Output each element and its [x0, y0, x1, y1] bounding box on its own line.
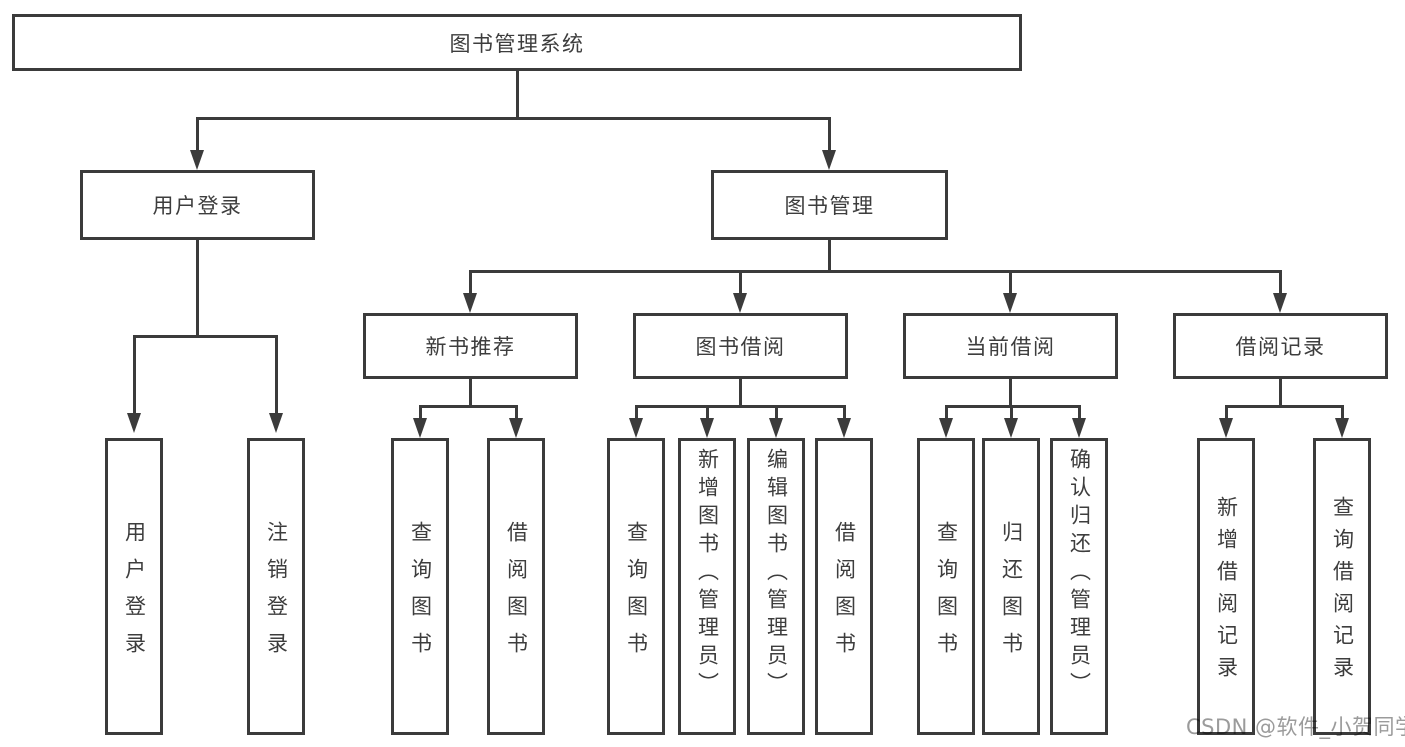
arrow-leaf-logout [269, 413, 283, 433]
arrow-add-book [700, 418, 714, 438]
watermark-text: CSDN @软件_小贺同学 [1186, 715, 1405, 739]
node-leaf-query-book-1-label: 查询图书 [408, 520, 433, 669]
node-leaf-add-book: 新增图书（管理员） [678, 438, 736, 735]
arrow-query-record [1335, 418, 1349, 438]
node-book-mgmt-label: 图书管理 [784, 194, 875, 218]
node-user-login-label: 用户登录 [152, 194, 243, 218]
node-leaf-edit-book-label: 编辑图书（管理员） [764, 448, 789, 700]
connector-drop-book-borrow [738, 270, 742, 295]
node-leaf-borrow-book-1: 借阅图书 [487, 438, 545, 735]
connector-user-login-rail [132, 335, 278, 338]
node-leaf-add-record: 新增借阅记录 [1197, 438, 1255, 735]
node-leaf-user-login: 用户登录 [105, 438, 163, 735]
node-leaf-query-record-label: 查询借阅记录 [1330, 496, 1355, 688]
node-leaf-query-record: 查询借阅记录 [1313, 438, 1371, 735]
connector-drop-edit-book [774, 405, 778, 420]
connector-drop-query-book-2 [634, 405, 638, 420]
connector-drop-borrow-book-2 [842, 405, 846, 420]
arrow-query-book-3 [939, 418, 953, 438]
arrow-return-book [1004, 418, 1018, 438]
arrow-leaf-user-login [127, 413, 141, 433]
node-book-borrow: 图书借阅 [633, 313, 848, 379]
arrow-book-borrow [733, 293, 747, 313]
arrow-user-login [190, 150, 204, 170]
node-current-borrow: 当前借阅 [903, 313, 1118, 379]
connector-drop-borrow-records [1278, 270, 1282, 295]
node-leaf-query-book-1: 查询图书 [391, 438, 449, 735]
node-new-book-rec: 新书推荐 [363, 313, 578, 379]
arrow-new-book-rec [463, 293, 477, 313]
node-borrow-records: 借阅记录 [1173, 313, 1388, 379]
node-root-label: 图书管理系统 [449, 31, 585, 56]
arrow-borrow-records [1273, 293, 1287, 313]
node-leaf-borrow-book-2-label: 借阅图书 [832, 520, 857, 669]
connector-current-borrow-rail [944, 405, 1081, 408]
connector-drop-leaf-user-login [132, 335, 136, 415]
connector-drop-new-book-rec [468, 270, 472, 295]
node-root: 图书管理系统 [12, 14, 1022, 71]
node-leaf-confirm-return-label: 确认归还（管理员） [1067, 448, 1092, 700]
node-book-mgmt: 图书管理 [711, 170, 948, 240]
connector-drop-current-borrow [1008, 270, 1012, 295]
connector-new-book-rec-stub [468, 379, 472, 408]
node-leaf-borrow-book-1-label: 借阅图书 [504, 520, 529, 669]
node-leaf-confirm-return: 确认归还（管理员） [1050, 438, 1108, 735]
arrow-current-borrow [1003, 293, 1017, 313]
connector-level3-rail [468, 270, 1282, 273]
node-leaf-query-book-2: 查询图书 [607, 438, 665, 735]
node-current-borrow-label: 当前借阅 [965, 335, 1056, 359]
arrow-confirm-return [1072, 418, 1086, 438]
connector-drop-book-mgmt [827, 117, 831, 152]
node-book-borrow-label: 图书借阅 [695, 335, 786, 359]
connector-drop-borrow-book-1 [514, 405, 518, 420]
connector-drop-user-login [195, 117, 199, 152]
connector-drop-add-book [705, 405, 709, 420]
connector-borrow-records-stub [1278, 379, 1282, 408]
connector-drop-add-record [1224, 405, 1228, 420]
arrow-borrow-book-2 [837, 418, 851, 438]
node-leaf-query-book-2-label: 查询图书 [624, 520, 649, 669]
node-leaf-query-book-3-label: 查询图书 [934, 520, 959, 669]
connector-book-borrow-stub [738, 379, 742, 408]
arrow-query-book-1 [413, 418, 427, 438]
connector-drop-confirm-return [1077, 405, 1081, 420]
node-new-book-rec-label: 新书推荐 [425, 335, 516, 359]
connector-level2-rail [195, 117, 831, 120]
connector-user-login-stub [195, 240, 199, 337]
arrow-book-mgmt [822, 150, 836, 170]
connector-book-borrow-rail [634, 405, 846, 408]
node-leaf-add-book-label: 新增图书（管理员） [695, 448, 720, 700]
arrow-query-book-2 [629, 418, 643, 438]
connector-new-book-rec-rail [418, 405, 518, 408]
connector-drop-query-book-3 [944, 405, 948, 420]
arrow-add-record [1219, 418, 1233, 438]
arrow-edit-book [769, 418, 783, 438]
connector-drop-leaf-logout [274, 335, 278, 415]
node-borrow-records-label: 借阅记录 [1235, 335, 1326, 359]
node-leaf-return-book-label: 归还图书 [999, 520, 1024, 669]
node-leaf-logout-label: 注销登录 [264, 520, 289, 669]
node-leaf-query-book-3: 查询图书 [917, 438, 975, 735]
node-leaf-borrow-book-2: 借阅图书 [815, 438, 873, 735]
node-user-login: 用户登录 [80, 170, 315, 240]
connector-current-borrow-stub [1008, 379, 1012, 408]
connector-root-stub [515, 71, 519, 120]
connector-drop-query-book-1 [418, 405, 422, 420]
connector-drop-return-book [1009, 405, 1013, 420]
node-leaf-user-login-label: 用户登录 [122, 520, 147, 669]
node-leaf-edit-book: 编辑图书（管理员） [747, 438, 805, 735]
connector-book-mgmt-stub [827, 240, 831, 273]
node-leaf-logout: 注销登录 [247, 438, 305, 735]
arrow-borrow-book-1 [509, 418, 523, 438]
node-leaf-add-record-label: 新增借阅记录 [1214, 496, 1239, 688]
connector-borrow-records-rail [1224, 405, 1344, 408]
node-leaf-return-book: 归还图书 [982, 438, 1040, 735]
connector-drop-query-record [1340, 405, 1344, 420]
